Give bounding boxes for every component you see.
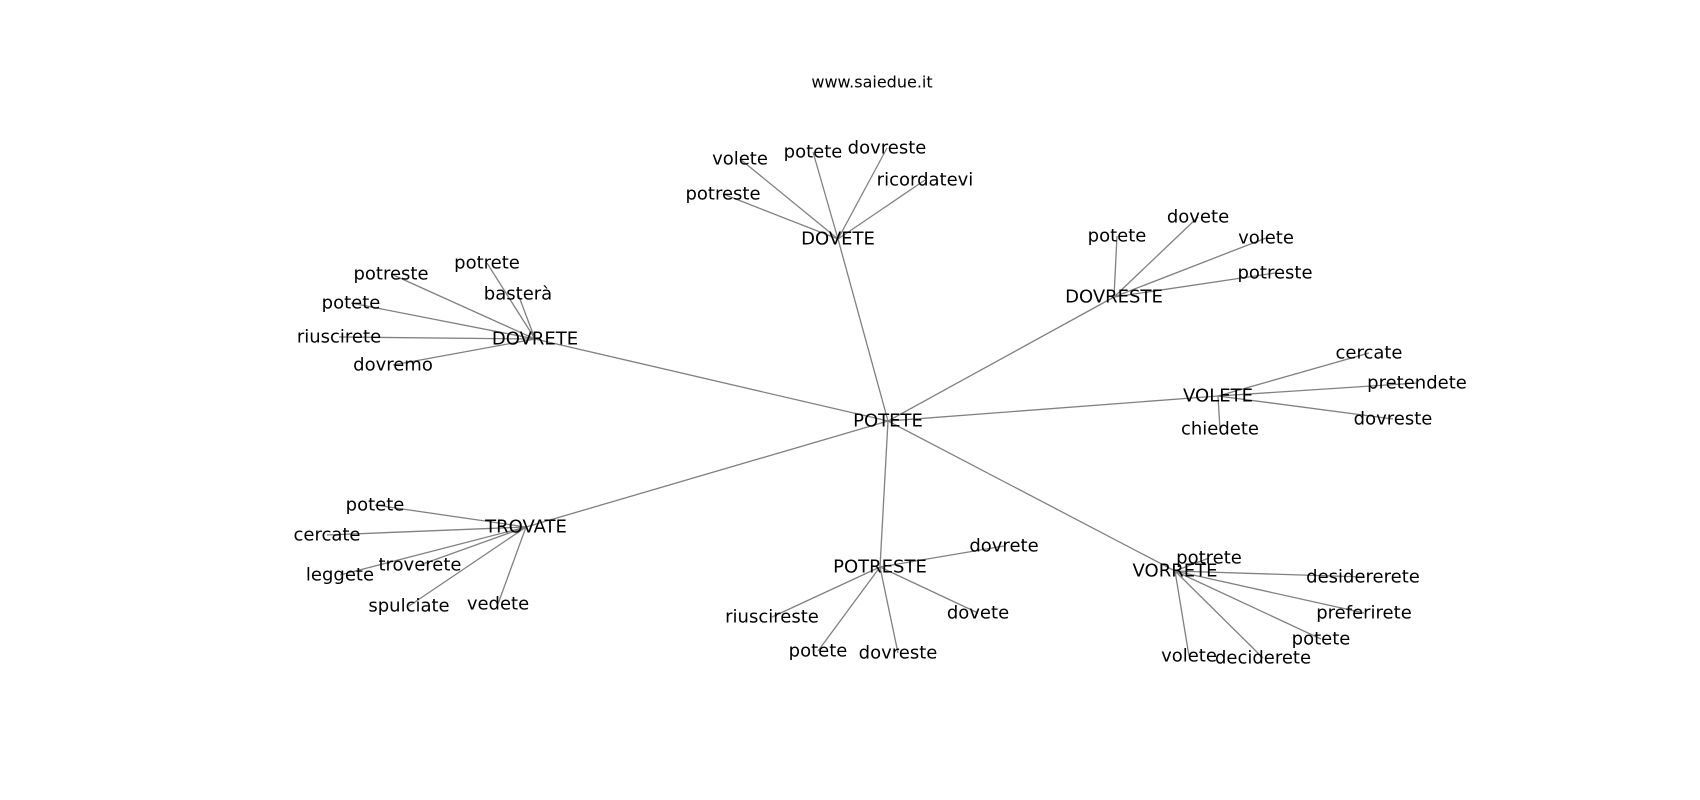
node-dovrete-bastera: basterà (484, 284, 552, 305)
node-dovrete-dovremo: dovremo (353, 355, 433, 376)
node-trovate-spulciate: spulciate (368, 596, 449, 617)
edge-potreste-potreste_riuscireste (771, 566, 881, 618)
node-trovate-potete: potete (346, 495, 405, 516)
edge-dovreste-dovreste_potreste (1113, 272, 1276, 298)
edge-vorrete-vorrete_desidererete (1174, 570, 1364, 578)
edge-trovate-trovate_potete (374, 504, 527, 528)
source-label: www.saiedue.it (811, 73, 932, 92)
node-trovate: TROVATE (484, 517, 567, 538)
edge-dovreste-dovreste_potete (1113, 235, 1118, 298)
edge-root-trovate (525, 420, 889, 528)
node-dovete-dovreste: dovreste (848, 138, 927, 159)
node-potreste-dovrete: dovrete (969, 536, 1038, 557)
node-potreste-dovreste: dovreste (859, 643, 938, 664)
node-vorrete-potete: potete (1292, 629, 1351, 650)
edge-dovete-dovete_potreste (722, 193, 839, 240)
edge-dovreste-dovreste_dovete (1113, 216, 1199, 298)
node-vorrete-volete: volete (1161, 646, 1217, 667)
edge-dovrete-dovrete_potrete (486, 262, 536, 340)
edge-layer (326, 147, 1418, 659)
edge-vorrete-vorrete_potrete (1174, 557, 1210, 572)
edge-root-dovreste (887, 296, 1115, 422)
edge-volete-volete_pretendete (1217, 382, 1418, 397)
edge-root-volete (887, 395, 1219, 422)
node-volete-chiedete: chiedete (1181, 419, 1259, 440)
edge-dovrete-dovrete_potreste (390, 273, 536, 340)
edge-trovate-trovate_vedete (497, 526, 527, 605)
node-dovrete-riuscirete: riuscirete (297, 327, 381, 348)
node-dovete-potreste: potreste (685, 184, 760, 205)
node-vorrete-potrete: potrete (1176, 548, 1242, 569)
edge-root-vorrete (887, 420, 1176, 572)
node-dovreste: DOVRESTE (1065, 287, 1163, 308)
edge-trovate-trovate_troverete (419, 526, 527, 566)
edge-trovate-trovate_cercate (326, 526, 527, 536)
node-dovete-potete: potete (784, 142, 843, 163)
edge-trovate-trovate_leggete (339, 526, 527, 576)
edge-volete-volete_chiedete (1217, 395, 1221, 430)
node-dovreste-volete: volete (1238, 228, 1294, 249)
node-vorrete-deciderete: deciderete (1215, 648, 1311, 669)
node-dovete: DOVETE (801, 229, 875, 250)
node-volete-dovreste: dovreste (1354, 409, 1433, 430)
edge-root-dovete (837, 238, 889, 422)
node-volete: VOLETE (1183, 386, 1253, 407)
node-potreste: POTRESTE (833, 557, 927, 578)
edge-dovrete-dovrete_bastera (517, 293, 536, 340)
edge-root-dovrete (534, 338, 889, 422)
edge-vorrete-vorrete_preferirete (1174, 570, 1365, 614)
node-potreste-dovete: dovete (947, 603, 1009, 624)
node-dovreste-potete: potete (1088, 226, 1147, 247)
node-potreste-potete: potete (789, 641, 848, 662)
node-volete-cercate: cercate (1335, 343, 1402, 364)
node-trovate-leggete: leggete (306, 565, 374, 586)
edge-vorrete-vorrete_deciderete (1174, 570, 1264, 659)
node-dovrete: DOVRETE (492, 329, 578, 350)
edge-dovrete-dovrete_riuscirete (338, 336, 536, 340)
edge-volete-volete_dovreste (1217, 395, 1394, 420)
node-dovrete-potrete: potrete (454, 253, 520, 274)
node-vorrete: VORRETE (1133, 561, 1218, 582)
edge-potreste-potreste_potete (817, 566, 881, 652)
edge-vorrete-vorrete_potete (1174, 570, 1322, 640)
node-dovreste-potreste: potreste (1237, 263, 1312, 284)
node-trovate-vedete: vedete (467, 594, 529, 615)
edge-dovreste-dovreste_volete (1113, 237, 1267, 298)
edge-volete-volete_cercate (1217, 352, 1370, 397)
edge-dovete-dovete_ricordatevi (837, 179, 926, 240)
node-vorrete-desidererete: desidererete (1306, 567, 1420, 588)
edge-potreste-potreste_dovete (879, 566, 979, 614)
edge-dovete-dovete_volete (739, 158, 839, 240)
node-dovete-volete: volete (712, 149, 768, 170)
edge-root-potreste (879, 420, 889, 568)
edge-dovrete-dovrete_potete (350, 302, 536, 340)
node-volete-pretendete: pretendete (1367, 373, 1467, 394)
node-dovreste-dovete: dovete (1167, 207, 1229, 228)
node-vorrete-preferirete: preferirete (1316, 603, 1412, 624)
edge-vorrete-vorrete_volete (1174, 570, 1190, 657)
node-dovrete-potete: potete (322, 293, 381, 314)
node-label-layer: POTETE DOVETE DOVRESTE VOLETE VORRETE POTREST… (293, 138, 1466, 669)
edge-dovrete-dovrete_dovremo (392, 338, 536, 366)
node-potreste-riuscireste: riuscireste (725, 607, 819, 628)
edge-potreste-potreste_dovrete (879, 545, 1005, 568)
node-root: POTETE (853, 411, 923, 432)
node-dovrete-potreste: potreste (353, 264, 428, 285)
edge-dovete-dovete_dovreste (837, 147, 888, 240)
edge-trovate-trovate_spulciate (408, 526, 527, 607)
edge-potreste-potreste_dovreste (879, 566, 899, 654)
edge-dovete-dovete_potete (812, 151, 839, 240)
node-trovate-troverete: troverete (378, 555, 461, 576)
node-dovete-ricordatevi: ricordatevi (877, 170, 974, 191)
node-trovate-cercate: cercate (293, 525, 360, 546)
